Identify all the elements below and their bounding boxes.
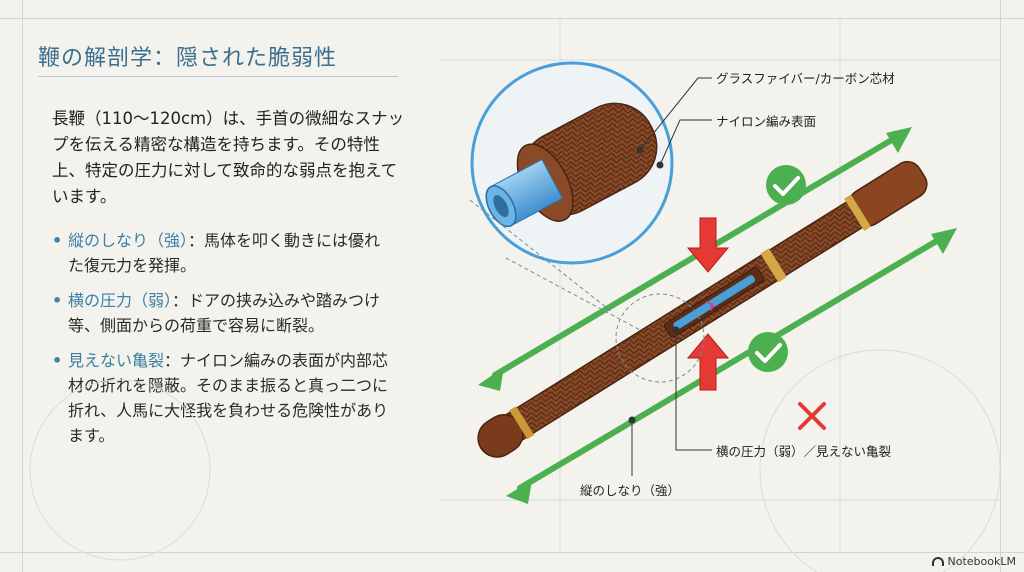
cross-icon <box>798 402 826 430</box>
frame-line-right <box>1000 0 1001 572</box>
leader-core <box>639 77 712 151</box>
bullet-body: ：ドアの挟み込みや踏みつけ等、側面からの荷重で容易に断裂。 <box>68 291 381 335</box>
callout-lateral: 横の圧力（弱）／見えない亀裂 <box>716 444 892 459</box>
intro-text: 長鞭（110〜120cm）は、手首の微細なスナップを伝える精密な構造を持ちます。… <box>52 109 405 206</box>
flex-arrow-upper-tail <box>478 367 504 391</box>
frame-line-left <box>22 0 23 572</box>
flex-arrow-lower-head <box>931 228 957 254</box>
bullet-body: ：馬体を叩く動きには優れた復元力を発揮。 <box>68 231 381 275</box>
bullet-vertical-flex: • 縦のしなり（強）：馬体を叩く動きには優れた復元力を発揮。 <box>52 228 392 278</box>
check-icon <box>748 332 788 372</box>
zoom-link-line <box>469 199 613 313</box>
check-icon <box>766 165 806 205</box>
title-rule <box>38 76 398 77</box>
bullet-head: 縦のしなり（強） <box>68 231 189 250</box>
pressure-arrow-bottom <box>686 333 730 391</box>
brand: NotebookLM <box>931 555 1016 568</box>
bullet-head: 横の圧力（弱） <box>68 291 173 310</box>
detail-ring <box>615 293 705 383</box>
pressure-arrow-top <box>686 217 730 273</box>
bullet-dot: • <box>52 231 63 250</box>
bullet-hidden-crack: • 見えない亀裂：ナイロン編みの表面が内部芯材の折れを隠蔽。そのまま振ると真っ二… <box>52 348 392 448</box>
frame-line-top <box>0 18 1024 19</box>
frame-line-bottom <box>0 552 1024 553</box>
bullet-body: ：ナイロン編みの表面が内部芯材の折れを隠蔽。そのまま振ると真っ二つに折れ、人馬に… <box>68 351 389 445</box>
brand-label: NotebookLM <box>947 555 1016 568</box>
flex-arrow-lower-tail <box>506 480 532 504</box>
flex-arrow-upper-head <box>886 127 912 153</box>
bullet-dot: • <box>52 291 63 310</box>
leader-lateral <box>675 330 712 451</box>
page-title: 鞭の解剖学：隠された脆弱性 <box>38 46 338 71</box>
bullet-head: 見えない亀裂 <box>68 351 165 370</box>
bullet-lateral-pressure: • 横の圧力（弱）：ドアの挟み込みや踏みつけ等、側面からの荷重で容易に断裂。 <box>52 288 392 338</box>
brand-icon <box>931 557 944 566</box>
cutaway <box>485 102 658 228</box>
zoom-link-line <box>505 257 641 331</box>
callout-surface: ナイロン編み表面 <box>716 114 817 129</box>
flex-arrow-lower <box>517 233 948 491</box>
callout-core: グラスファイバー/カーボン芯材 <box>716 71 895 86</box>
bullet-dot: • <box>52 351 63 370</box>
callout-vertical: 縦のしなり（強） <box>580 483 681 498</box>
leader-surface <box>659 119 712 166</box>
whip <box>477 160 928 458</box>
